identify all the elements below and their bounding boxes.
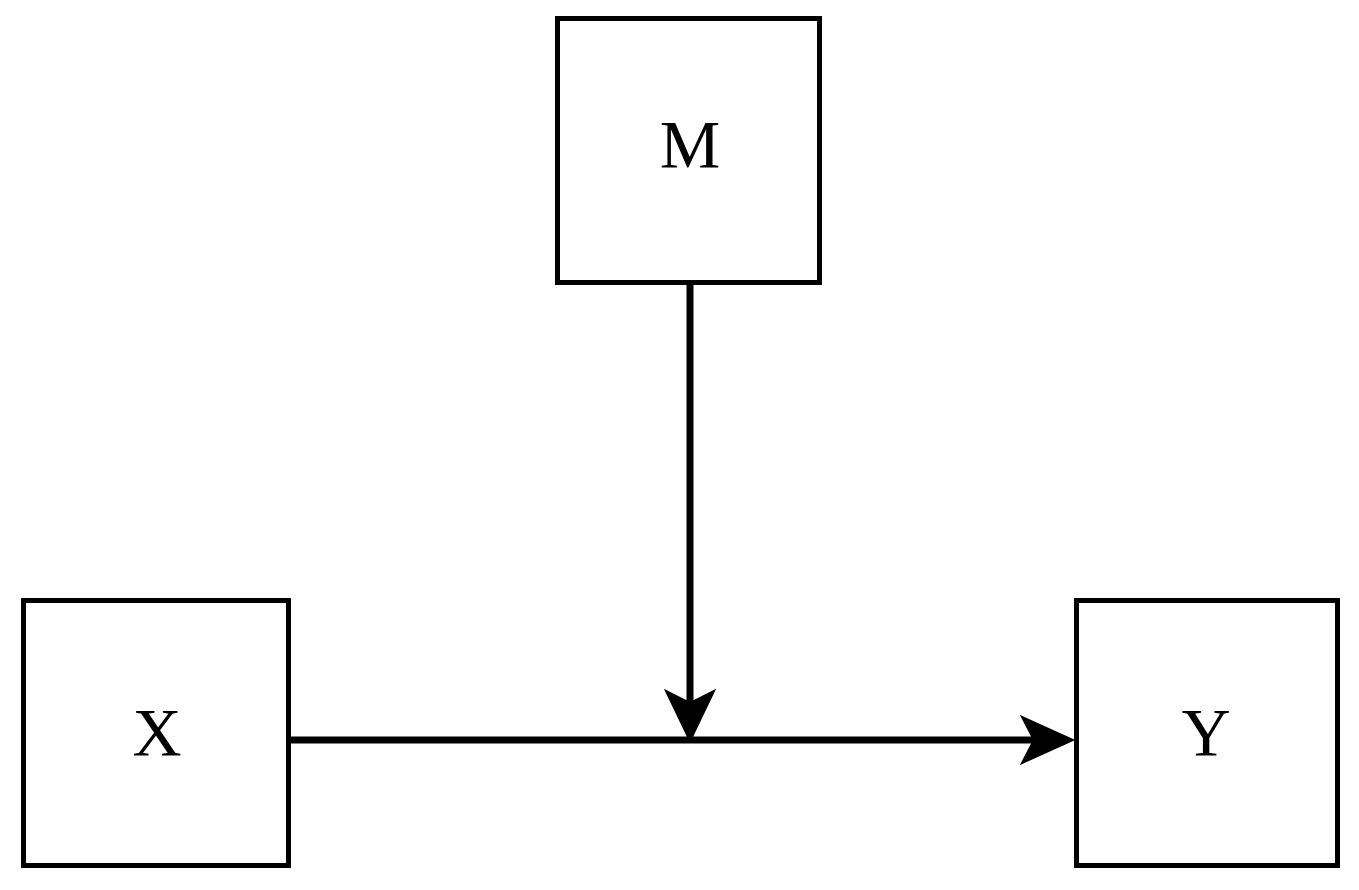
node-m-label: M xyxy=(660,107,720,183)
edge-m-to-xy xyxy=(663,285,717,744)
node-x-label: X xyxy=(132,695,181,771)
node-x-box[interactable] xyxy=(21,598,291,868)
edge-m-to-xy-arrowhead xyxy=(663,688,717,744)
node-y[interactable]: Y xyxy=(1074,598,1340,868)
node-y-label: Y xyxy=(1181,695,1230,771)
node-m-box[interactable] xyxy=(555,16,822,285)
node-m[interactable]: M xyxy=(555,16,822,285)
node-x[interactable]: X xyxy=(21,598,291,868)
edge-x-to-y-arrowhead xyxy=(1019,714,1076,766)
edge-x-to-y xyxy=(291,714,1076,766)
node-y-box[interactable] xyxy=(1074,598,1340,868)
